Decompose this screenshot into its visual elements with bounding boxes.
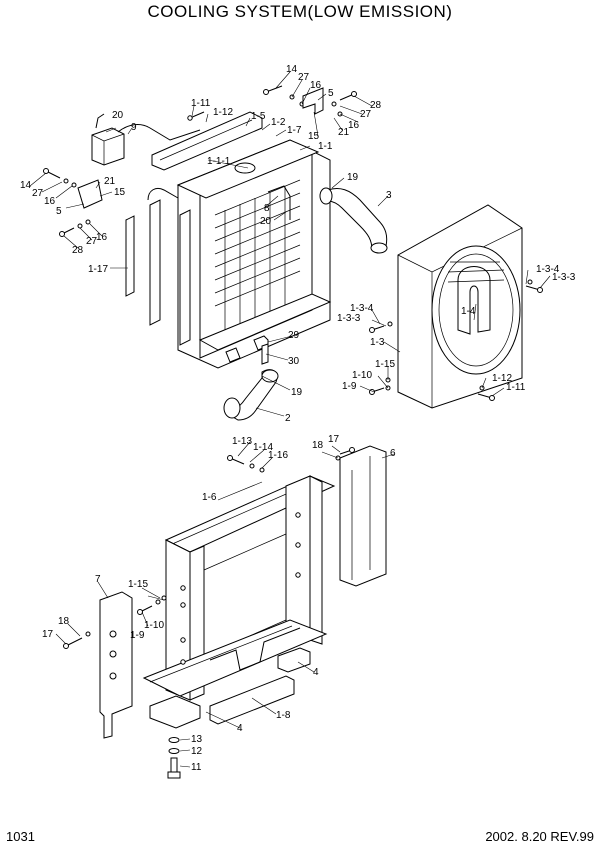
callout-14: 14 <box>286 64 298 75</box>
callout-1-12: 1-12 <box>492 373 512 384</box>
callout-1-3-3: 1-3-3 <box>552 272 576 283</box>
callout-1-11: 1-11 <box>191 98 211 109</box>
callout-11: 11 <box>191 762 202 773</box>
callout-15: 15 <box>114 187 126 198</box>
upper-hose <box>319 187 388 254</box>
callout-29: 29 <box>288 330 300 341</box>
callout-21: 21 <box>104 176 116 187</box>
callout-27: 27 <box>298 72 310 83</box>
page-title: COOLING SYSTEM(LOW EMISSION) <box>147 2 453 21</box>
callout-20: 20 <box>112 110 124 121</box>
callout-27: 27 <box>360 109 372 120</box>
callout-13: 13 <box>191 734 203 745</box>
callout-28: 28 <box>72 245 84 256</box>
side-plate-right <box>339 445 387 587</box>
leader-lines <box>29 71 551 768</box>
callout-19: 19 <box>347 172 359 183</box>
callout-16: 16 <box>310 80 322 91</box>
callout-20: 20 <box>260 216 272 227</box>
callout-1-3-4: 1-3-4 <box>350 303 374 314</box>
callout-4: 4 <box>237 723 243 734</box>
callout-1-3-3: 1-3-3 <box>337 313 361 324</box>
rubber-mounts <box>149 647 311 729</box>
callout-18: 18 <box>58 616 70 627</box>
side-plate-left <box>99 591 133 739</box>
callout-19: 19 <box>291 387 303 398</box>
callout-1-1: 1-1 <box>318 141 333 152</box>
bolts <box>43 85 543 649</box>
callout-1-8: 1-8 <box>276 710 291 721</box>
callout-1-7: 1-7 <box>287 125 302 136</box>
callout-1-11: 1-11 <box>506 382 526 393</box>
callout-1-3: 1-3 <box>370 337 385 348</box>
mount-bolt-stack <box>167 737 181 779</box>
callout-17: 17 <box>328 434 340 445</box>
callout-14: 14 <box>20 180 32 191</box>
callout-labels: 14 27 16 5 28 27 16 15 21 20 9 1-11 1-12… <box>20 64 576 773</box>
callout-18: 18 <box>312 440 324 451</box>
callout-15: 15 <box>308 131 320 142</box>
callout-1-15: 1-15 <box>128 579 148 590</box>
callout-16: 16 <box>348 120 360 131</box>
callout-9: 9 <box>131 122 137 133</box>
callout-16: 16 <box>44 196 56 207</box>
callout-5: 5 <box>56 206 62 217</box>
callout-16: 16 <box>96 232 108 243</box>
page-number: 1031 <box>6 829 35 844</box>
callout-1-3-4: 1-3-4 <box>536 264 560 275</box>
radiator-assembly <box>91 111 332 369</box>
fan-shroud <box>397 204 523 409</box>
callout-1-9: 1-9 <box>130 630 145 641</box>
callout-1-12: 1-12 <box>213 107 233 118</box>
callout-6: 6 <box>390 448 396 459</box>
callout-4: 4 <box>313 667 319 678</box>
callout-30: 30 <box>288 356 300 367</box>
lower-hose <box>223 369 279 421</box>
callout-8: 8 <box>264 203 270 214</box>
callout-1-17: 1-17 <box>88 264 108 275</box>
callout-1-16: 1-16 <box>268 450 288 461</box>
revision-stamp: 2002. 8.20 REV.99 <box>485 829 594 844</box>
callout-27: 27 <box>86 236 98 247</box>
callout-1-9: 1-9 <box>342 381 357 392</box>
callout-1-10: 1-10 <box>352 370 372 381</box>
callout-5: 5 <box>328 88 334 99</box>
callout-1-5: 1-5 <box>251 111 266 122</box>
callout-2: 2 <box>285 413 291 424</box>
callout-1-13: 1-13 <box>232 436 252 447</box>
callout-1-15: 1-15 <box>375 359 395 370</box>
callout-28: 28 <box>370 100 382 111</box>
callout-1-2: 1-2 <box>271 117 286 128</box>
callout-21: 21 <box>338 127 350 138</box>
drain-fitting <box>225 335 269 365</box>
callout-17: 17 <box>42 629 54 640</box>
radiator-frame <box>142 475 336 701</box>
callout-1-10: 1-10 <box>144 620 164 631</box>
callout-3: 3 <box>386 190 392 201</box>
callout-27: 27 <box>32 188 44 199</box>
callout-1-6: 1-6 <box>202 492 217 503</box>
callout-1-1-1: 1-1-1 <box>207 156 231 167</box>
callout-12: 12 <box>191 746 203 757</box>
callout-7: 7 <box>95 574 101 585</box>
callout-1-4: 1-4 <box>461 306 476 317</box>
callout-1-14: 1-14 <box>253 442 273 453</box>
